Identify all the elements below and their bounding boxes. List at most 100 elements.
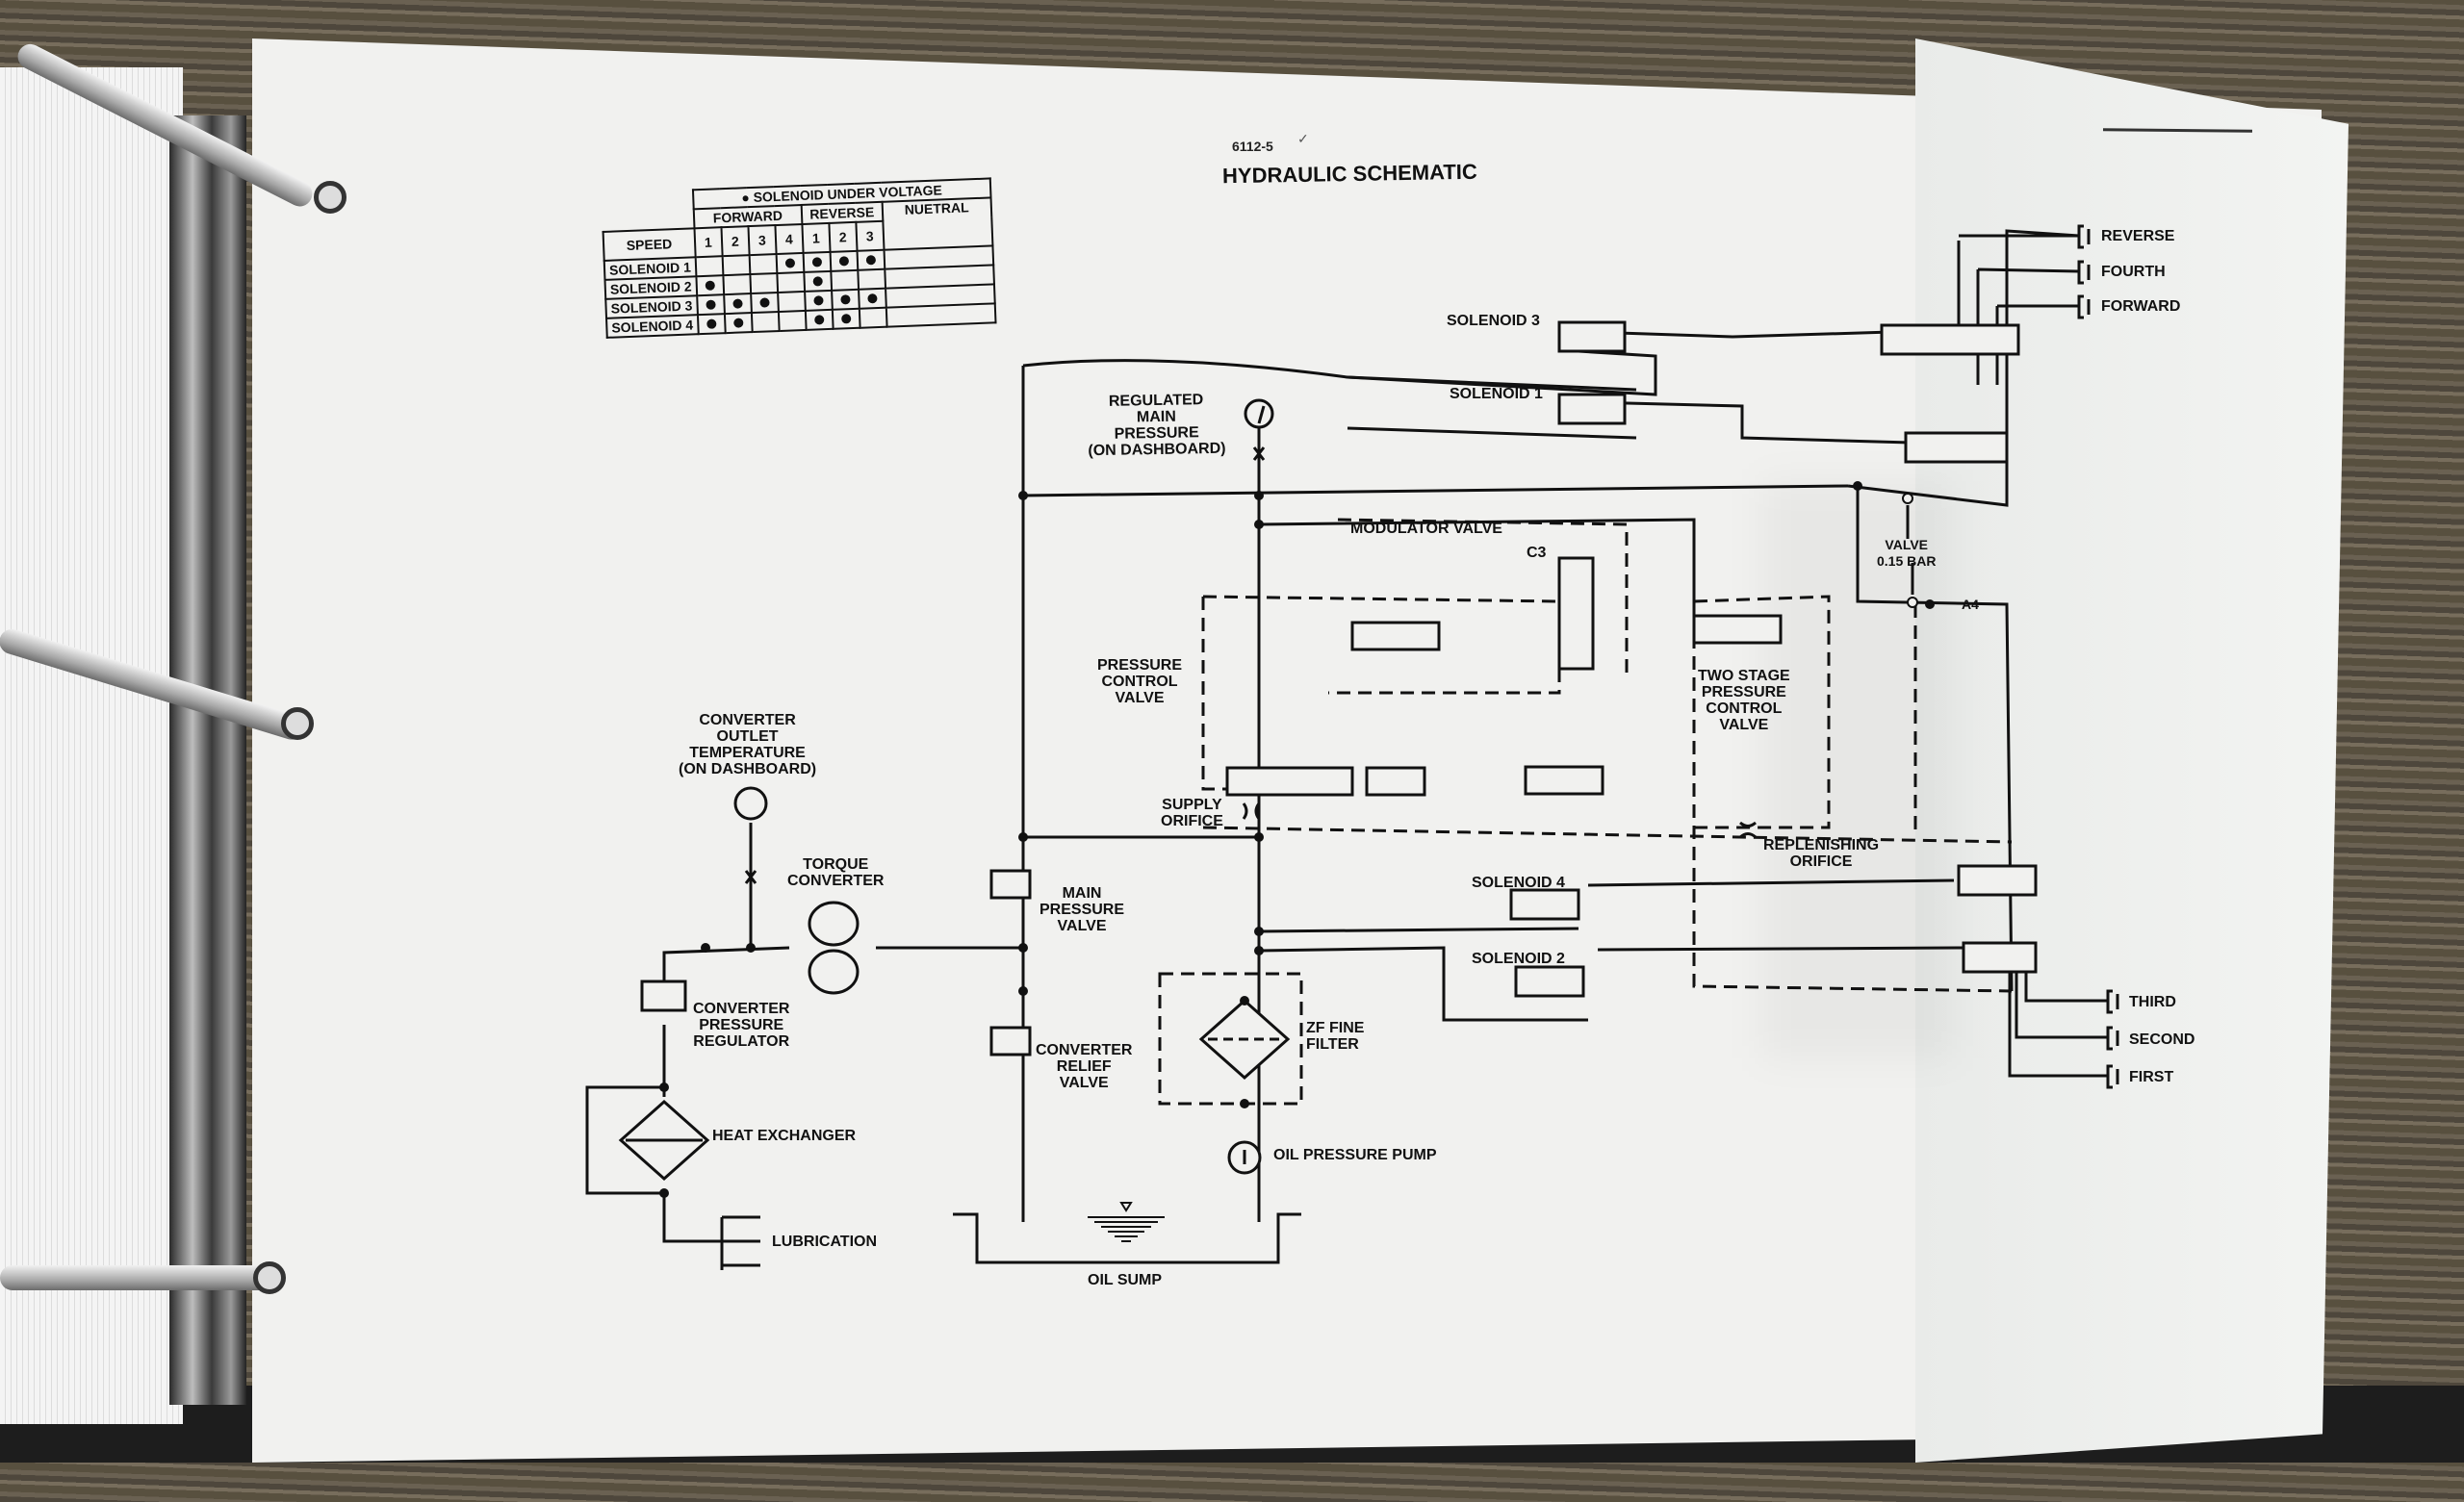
label-line: 0.15 BAR xyxy=(1877,553,1937,569)
third-line xyxy=(2024,972,2108,1003)
connector-third xyxy=(2106,989,2119,1014)
label-line: VALVE xyxy=(1059,1075,1109,1091)
label-lubrication: LUBRICATION xyxy=(772,1234,878,1250)
lubrication-arrows xyxy=(720,1215,760,1270)
label-solenoid-2: SOLENOID 2 xyxy=(1472,951,1565,967)
label-modulator-valve: MODULATOR VALVE xyxy=(1350,521,1502,537)
label-line: PRESSURE xyxy=(1040,902,1125,918)
two-stage-boundary xyxy=(1693,595,1831,829)
valve-bar-arrow xyxy=(1906,505,1914,595)
connector-reverse xyxy=(2077,224,2091,249)
solenoid-2-valve xyxy=(1514,965,1585,998)
label-torque-converter: TORQUE CONVERTER xyxy=(787,856,884,889)
label-two-stage-pressure-control-valve: TWO STAGE PRESSURE CONTROL VALVE xyxy=(1698,668,1790,733)
torque-converter-upper xyxy=(808,901,860,947)
bus-to-right xyxy=(1258,518,1696,625)
label-regulated-main-pressure: REGULATED MAIN PRESSURE (ON DASHBOARD) xyxy=(1087,392,1225,459)
label-line: RELIEF xyxy=(1056,1058,1112,1075)
connector-forward xyxy=(2077,294,2091,319)
label-replenishing-orifice: REPLENISHING ORIFICE xyxy=(1763,837,1879,870)
label-line: CONTROL xyxy=(1706,700,1783,717)
accumulator-cylinder xyxy=(1524,765,1604,796)
label-line: PRESSURE xyxy=(1097,657,1183,674)
label-line: VALVE xyxy=(1885,537,1929,552)
label-solenoid-1: SOLENOID 1 xyxy=(1450,386,1543,402)
label-line: (ON DASHBOARD) xyxy=(1088,440,1226,460)
binder-ring-bottom xyxy=(0,1265,279,1290)
connector-first xyxy=(2106,1064,2119,1089)
output-fourth: FOURTH xyxy=(2101,264,2166,280)
two-stage-valve-body xyxy=(1692,614,1783,645)
label-solenoid-3: SOLENOID 3 xyxy=(1447,313,1540,329)
label-line: ZF FINE xyxy=(1306,1020,1365,1036)
ring-end-bottom xyxy=(253,1261,286,1294)
label-oil-pressure-pump: OIL PRESSURE PUMP xyxy=(1273,1147,1437,1163)
label-converter-relief-valve: CONVERTER RELIEF VALVE xyxy=(1036,1042,1132,1091)
cross-restrictor-1 xyxy=(1252,446,1266,461)
cross-restrictor-2 xyxy=(744,870,757,884)
label-line: VALVE xyxy=(1719,717,1769,733)
sol2-line xyxy=(1597,946,1964,952)
dashed-return xyxy=(1692,635,2013,993)
top-bus-line xyxy=(1022,359,1637,392)
heat-exchanger-bypass xyxy=(585,1085,664,1195)
label-converter-pressure-regulator: CONVERTER PRESSURE REGULATOR xyxy=(693,1001,789,1050)
solenoid-1-valve xyxy=(1557,393,1627,425)
gauge-needle xyxy=(1257,405,1266,424)
label-line: CONVERTER xyxy=(787,873,885,889)
pilot-line-a xyxy=(1202,595,1561,695)
sol3-out xyxy=(1587,330,1892,339)
output-third: THIRD xyxy=(2129,994,2176,1010)
sol3-supply xyxy=(1347,349,1657,396)
label-line: VALVE xyxy=(1057,918,1107,934)
filter-boundary xyxy=(1158,972,1303,1106)
label-line: OUTLET xyxy=(716,728,779,745)
label-line: PRESSURE xyxy=(1701,684,1786,700)
second-line xyxy=(2015,972,2108,1039)
label-line: CONTROL xyxy=(1101,674,1178,690)
temperature-gauge xyxy=(733,786,768,821)
reverse-line xyxy=(1957,234,2079,327)
pcv-boundary xyxy=(1201,597,1251,791)
label-valve-0-15-bar: VALVE 0.15 BAR xyxy=(1877,537,1936,570)
label-line: REPLENISHING xyxy=(1763,837,1880,853)
check-valve-lower xyxy=(1907,597,1918,608)
label-converter-outlet-temperature: CONVERTER OUTLET TEMPERATURE (ON DASHBOA… xyxy=(679,712,816,777)
pressure-control-valve-body xyxy=(1225,766,1354,797)
label-line: TEMPERATURE xyxy=(689,745,806,761)
solenoid-4-valve xyxy=(1509,888,1580,921)
sol1-out xyxy=(1587,400,1912,445)
label-line: ORIFICE xyxy=(1789,853,1853,870)
sol1-supply xyxy=(1347,426,1637,440)
check-mark: ✓ xyxy=(1297,131,1309,146)
converter-relief-valve-body xyxy=(989,1026,1032,1056)
foldout-right-panel xyxy=(1915,38,2348,1463)
label-line: CONVERTER xyxy=(1036,1042,1133,1058)
label-oil-sump: OIL SUMP xyxy=(1088,1272,1163,1288)
valve-return xyxy=(1847,229,2080,507)
label-line: TORQUE xyxy=(803,856,869,873)
output-reverse: REVERSE xyxy=(2101,228,2175,244)
modulator-valve-boundary xyxy=(1337,518,1629,674)
output-first: FIRST xyxy=(2129,1069,2174,1085)
label-a4: A4 xyxy=(1962,597,1979,612)
label-line: ORIFICE xyxy=(1161,813,1223,829)
label-line: FILTER xyxy=(1306,1036,1359,1053)
label-line: MAIN xyxy=(1062,885,1102,902)
converter-pressure-regulator-body xyxy=(640,980,687,1012)
first-line xyxy=(2008,972,2108,1078)
sol4-line xyxy=(1587,878,1955,887)
check-valve-upper xyxy=(1902,493,1913,504)
label-line: SUPPLY xyxy=(1162,797,1222,813)
accumulator-spring xyxy=(1365,766,1426,797)
torque-converter-lower xyxy=(808,949,860,995)
directional-valve-mid xyxy=(1904,431,2009,464)
label-line: (ON DASHBOARD) xyxy=(679,761,817,777)
label-line: CONVERTER xyxy=(699,712,796,728)
output-forward: FORWARD xyxy=(2101,298,2181,315)
label-pressure-control-valve: PRESSURE CONTROL VALVE xyxy=(1097,657,1182,706)
label-line: VALVE xyxy=(1115,690,1165,706)
directional-valve-low xyxy=(1957,864,2038,897)
document-number: 6112-5 xyxy=(1232,139,1273,154)
junction-dots xyxy=(659,481,1935,1198)
